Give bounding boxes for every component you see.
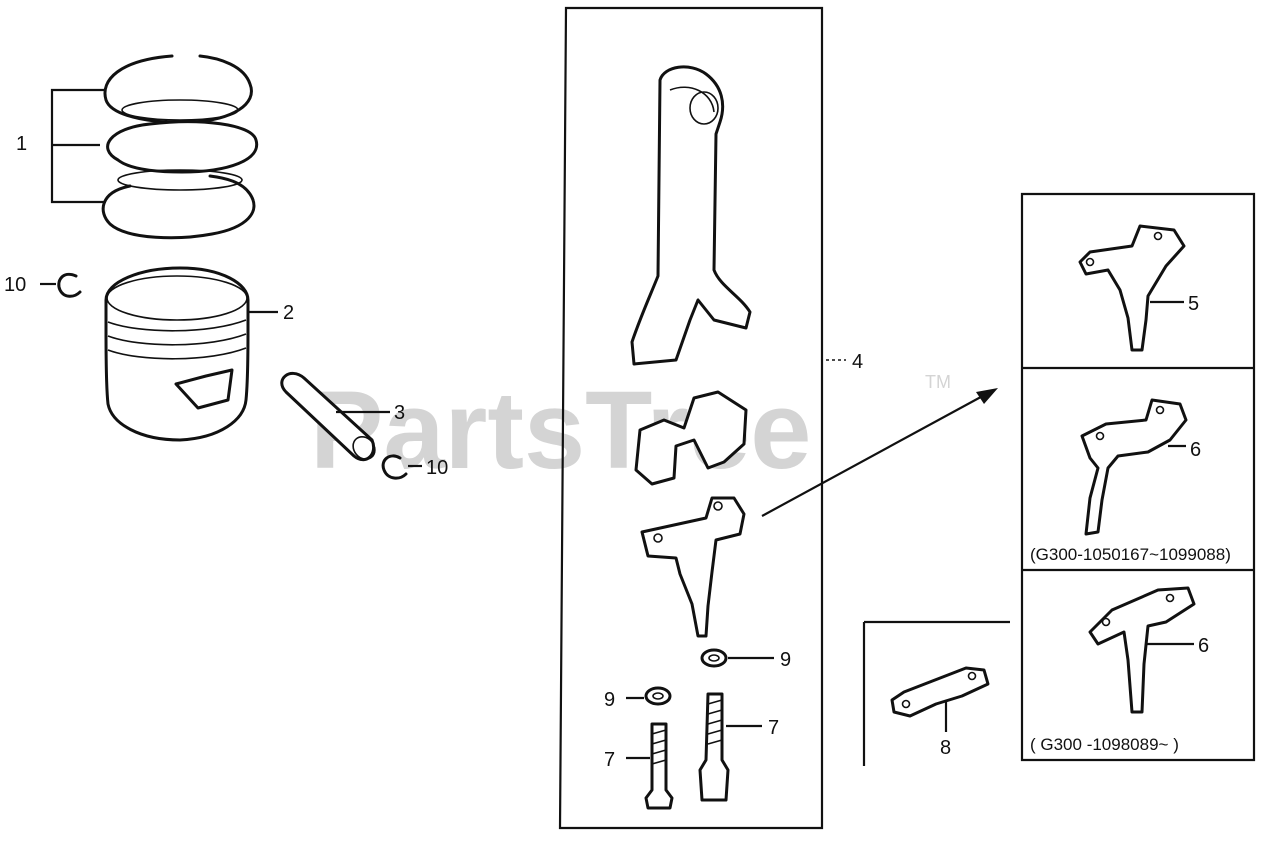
dipper-6-lower: 6 ( G300 -1098089~ ) (1030, 586, 1209, 754)
callout-bolt-left: 7 (604, 749, 615, 771)
bolt-right: 7 (698, 692, 779, 802)
piston-pin: 3 (280, 371, 405, 462)
dipper-in-box (640, 496, 746, 638)
dipper-5: 5 (1078, 224, 1199, 352)
connecting-rod-frame: 4 (558, 6, 863, 830)
washer-right: 9 (700, 648, 791, 671)
clip-right: 10 (381, 454, 448, 480)
callout-connecting-rod: 4 (852, 351, 863, 373)
connecting-rod (630, 65, 752, 366)
callout-rings: 1 (16, 133, 27, 155)
clip-left: 10 (4, 273, 82, 298)
callout-bolt-right: 7 (768, 717, 779, 739)
callout-dipper-6-lower: 6 (1198, 635, 1209, 657)
callout-dipper-5: 5 (1188, 293, 1199, 315)
rod-cap (634, 390, 748, 486)
callout-dipper-6-upper: 6 (1190, 439, 1201, 461)
arrow (761, 388, 998, 517)
serial-range-upper: (G300-1050167~1099088) (1030, 545, 1231, 564)
callout-piston-pin: 3 (394, 402, 405, 424)
dipper-6-upper: 6 (G300-1050167~1099088) (1030, 398, 1231, 564)
piston: 2 (104, 266, 294, 442)
callout-piston: 2 (283, 302, 294, 324)
washer-left: 9 (604, 686, 672, 711)
callout-washer-left: 9 (604, 689, 615, 711)
callout-clip-left: 10 (4, 274, 26, 296)
piston-rings: 1 (16, 54, 259, 240)
dipper-variants-frame (1020, 192, 1256, 762)
callout-lock-plate: 8 (940, 737, 951, 759)
bolt-left: 7 (604, 722, 674, 810)
watermark-trademark: TM (925, 372, 951, 392)
serial-range-lower: ( G300 -1098089~ ) (1030, 735, 1179, 754)
callout-washer-right: 9 (780, 649, 791, 671)
lock-plate-group: 8 (862, 620, 1010, 766)
callout-clip-right: 10 (426, 457, 448, 479)
